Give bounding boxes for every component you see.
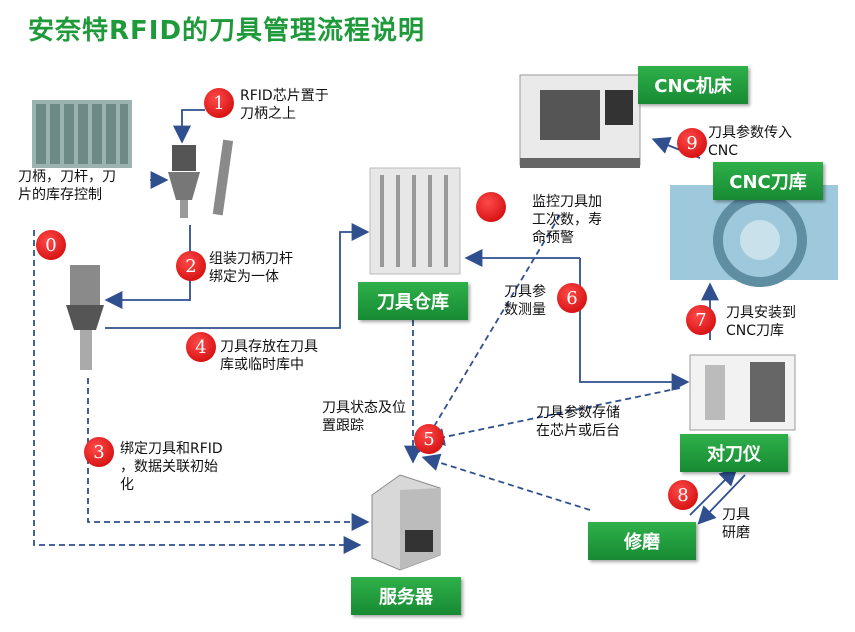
tool-rack-image xyxy=(369,167,461,275)
step-3-label: 绑定刀具和RFID ，数据关联初始 化 xyxy=(120,441,223,493)
step-2-label: 组装刀柄刀杆 绑定为一体 xyxy=(209,251,293,285)
step-8-label: 刀具 研磨 xyxy=(722,507,750,541)
step-5-marker: 5 xyxy=(414,424,444,454)
monitor-label: 监控刀具加 工次数，寿 命预警 xyxy=(532,194,602,246)
regrind-box: 修磨 xyxy=(588,522,696,560)
page-title: 安奈特RFID的刀具管理流程说明 xyxy=(28,16,426,46)
param-storage-label: 刀具参数存储 在芯片或后台 xyxy=(536,405,620,439)
cnc-machine-image xyxy=(519,74,641,168)
step-6-label: 刀具参 数测量 xyxy=(504,284,546,318)
cnc-machine-box: CNC机床 xyxy=(638,66,748,104)
assembled-tool-image xyxy=(66,265,104,370)
tool-store-box: 刀具仓库 xyxy=(358,282,468,320)
step-7-label: 刀具安装到 CNC刀库 xyxy=(726,305,796,339)
tool-shelf-image xyxy=(32,100,132,168)
step-4-label: 刀具存放在刀具 库或临时库中 xyxy=(220,339,318,373)
presetter-image xyxy=(689,354,796,431)
presetter-box: 对刀仪 xyxy=(680,434,788,472)
server-box: 服务器 xyxy=(351,577,461,615)
step-0-marker: 0 xyxy=(36,230,66,260)
step-2-marker: 2 xyxy=(176,251,206,281)
step-9-label: 刀具参数传入 CNC xyxy=(708,125,792,159)
step-7-marker: 7 xyxy=(686,305,716,335)
server-image xyxy=(371,474,441,571)
step-8-marker: 8 xyxy=(668,480,698,510)
step-9-marker: 9 xyxy=(677,128,707,158)
step-0-label: 刀柄，刀杆，刀 片的库存控制 xyxy=(18,169,116,203)
cnc-magazine-box: CNC刀库 xyxy=(713,162,823,200)
step-1-marker: 1 xyxy=(204,88,234,118)
monitor-marker xyxy=(476,192,506,222)
step-6-marker: 6 xyxy=(557,283,587,313)
step-5-label: 刀具状态及位 置跟踪 xyxy=(322,400,406,434)
step-1-label: RFID芯片置于 刀柄之上 xyxy=(240,88,329,122)
step-3-marker: 3 xyxy=(84,437,114,467)
tool-holder-image xyxy=(168,139,234,218)
step-4-marker: 4 xyxy=(186,332,216,362)
